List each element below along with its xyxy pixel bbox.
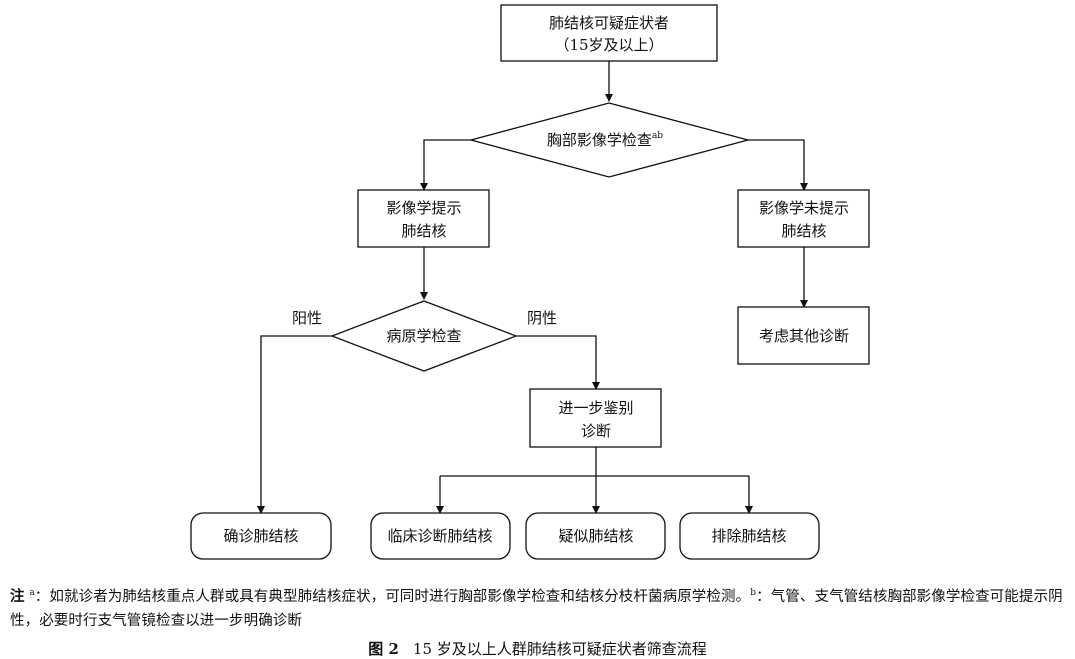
- clinical-label: 临床诊断肺结核: [387, 527, 492, 545]
- suspected-label: 疑似肺结核: [558, 527, 633, 545]
- suspected-box: [525, 512, 666, 560]
- excluded-label: 排除肺结核: [711, 527, 786, 545]
- arrow-negative-to-further: [516, 335, 600, 390]
- chest-imaging-diamond: [468, 102, 751, 178]
- other-diagnosis-box: [737, 306, 870, 365]
- figure-title: 15 岁及以上人群肺结核可疑症状者筛查流程: [412, 640, 707, 658]
- note-sup-a: a: [29, 588, 35, 598]
- negative-label: 阴性: [527, 309, 557, 327]
- flowchart: 肺结核可疑症状者 （15岁及以上） 胸部影像学检查ab 影像学提示 肺结核 影像…: [190, 4, 870, 560]
- pathogen-exam-diamond: [330, 300, 518, 372]
- further-diff-line2: 诊断: [581, 422, 611, 440]
- imaging-suggests-box: [357, 189, 490, 248]
- figure-caption: 图 2 15 岁及以上人群肺结核可疑症状者筛查流程: [0, 638, 1075, 659]
- note-sup-b: b: [750, 588, 757, 598]
- arrow-chest-to-not-suggest: [748, 139, 808, 191]
- imaging-not-suggest-box: [737, 189, 870, 248]
- imaging-suggests-line2: 肺结核: [401, 222, 446, 240]
- imaging-not-suggest-line1: 影像学未提示: [759, 199, 849, 217]
- imaging-not-suggest-line2: 肺结核: [781, 222, 826, 240]
- confirmed-label: 确诊肺结核: [223, 527, 298, 545]
- note-text-a: ：如就诊者为肺结核重点人群或具有典型肺结核症状，可同时进行胸部影像学检查和结核分…: [34, 589, 751, 605]
- figure-number: 图 2: [368, 640, 399, 658]
- start-box: [500, 4, 718, 62]
- other-diagnosis-label: 考虑其他诊断: [759, 327, 849, 345]
- confirmed-box: [190, 512, 332, 560]
- start-line1: 肺结核可疑症状者: [549, 14, 669, 32]
- arrow-positive-to-confirmed: [257, 335, 332, 514]
- positive-label: 阳性: [292, 309, 322, 327]
- arrow-chest-to-suggests: [420, 139, 471, 191]
- start-line2: （15岁及以上）: [554, 36, 663, 54]
- pathogen-exam-label: 病原学检查: [386, 327, 461, 345]
- note-text-b: ：气管、支气管结核胸部影像学检查可能提示阴性，必要时行支气管镜检查以进一步明确诊…: [10, 589, 1063, 629]
- clinical-box: [370, 512, 511, 560]
- chest-imaging-label: 胸部影像学检查ab: [547, 131, 663, 149]
- imaging-suggests-line1: 影像学提示: [386, 199, 461, 217]
- note-label: 注: [10, 588, 25, 605]
- further-diff-line1: 进一步鉴别: [558, 399, 633, 417]
- further-diff-box: [529, 388, 662, 448]
- footnote: 注 a：如就诊者为肺结核重点人群或具有典型肺结核症状，可同时进行胸部影像学检查和…: [10, 581, 1068, 633]
- excluded-box: [679, 512, 820, 560]
